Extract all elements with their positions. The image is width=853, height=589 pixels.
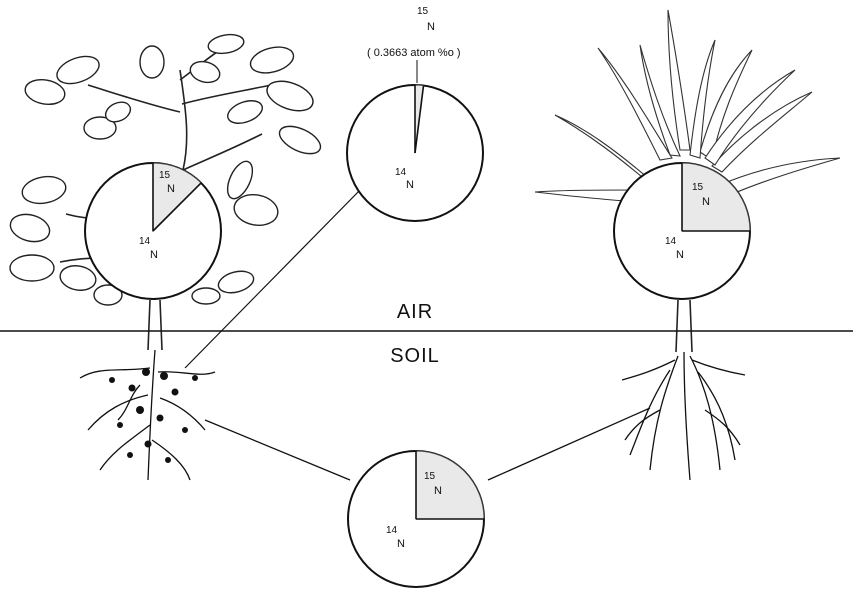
pie-grass-plant-light-element: N bbox=[676, 249, 684, 261]
soil-label: SOIL bbox=[390, 345, 440, 367]
reference-element-label: N bbox=[427, 21, 435, 33]
pie-grass-plant-heavy-superscript: 15 bbox=[692, 182, 704, 193]
reference-isotope-superscript: 15 bbox=[417, 6, 429, 17]
pie-soil-heavy-superscript: 15 bbox=[424, 471, 436, 482]
connector-grass-roots-to-soil bbox=[488, 408, 650, 480]
pie-soil-heavy-slice bbox=[416, 451, 484, 519]
pie-soil-heavy-element: N bbox=[434, 485, 442, 497]
pie-grass-plant: 15 N 14 N bbox=[614, 163, 750, 299]
pie-atmosphere-reference-light-element: N bbox=[406, 179, 414, 191]
reference-value-label: ( 0.3663 atom %o ) bbox=[367, 47, 461, 59]
pie-atmosphere-reference-light-superscript: 14 bbox=[395, 167, 407, 178]
pie-soil: 15 N 14 N bbox=[348, 451, 484, 587]
pie-legume-plant-heavy-superscript: 15 bbox=[159, 170, 171, 181]
connector-legume-roots-to-soil bbox=[205, 420, 350, 480]
pie-legume-plant-light-superscript: 14 bbox=[139, 236, 151, 247]
pie-legume-plant-light-element: N bbox=[150, 249, 158, 261]
air-label: AIR bbox=[397, 301, 433, 323]
pie-soil-light-element: N bbox=[397, 538, 405, 550]
pie-grass-plant-heavy-slice bbox=[682, 163, 750, 231]
pie-grass-plant-light-superscript: 14 bbox=[665, 236, 677, 247]
pie-atmosphere-reference: 14 N bbox=[347, 85, 483, 221]
pie-legume-plant-heavy-element: N bbox=[167, 183, 175, 195]
pie-grass-plant-heavy-element: N bbox=[702, 196, 710, 208]
pie-soil-light-superscript: 14 bbox=[386, 525, 398, 536]
pie-legume-plant: 15 N 14 N bbox=[85, 163, 221, 299]
